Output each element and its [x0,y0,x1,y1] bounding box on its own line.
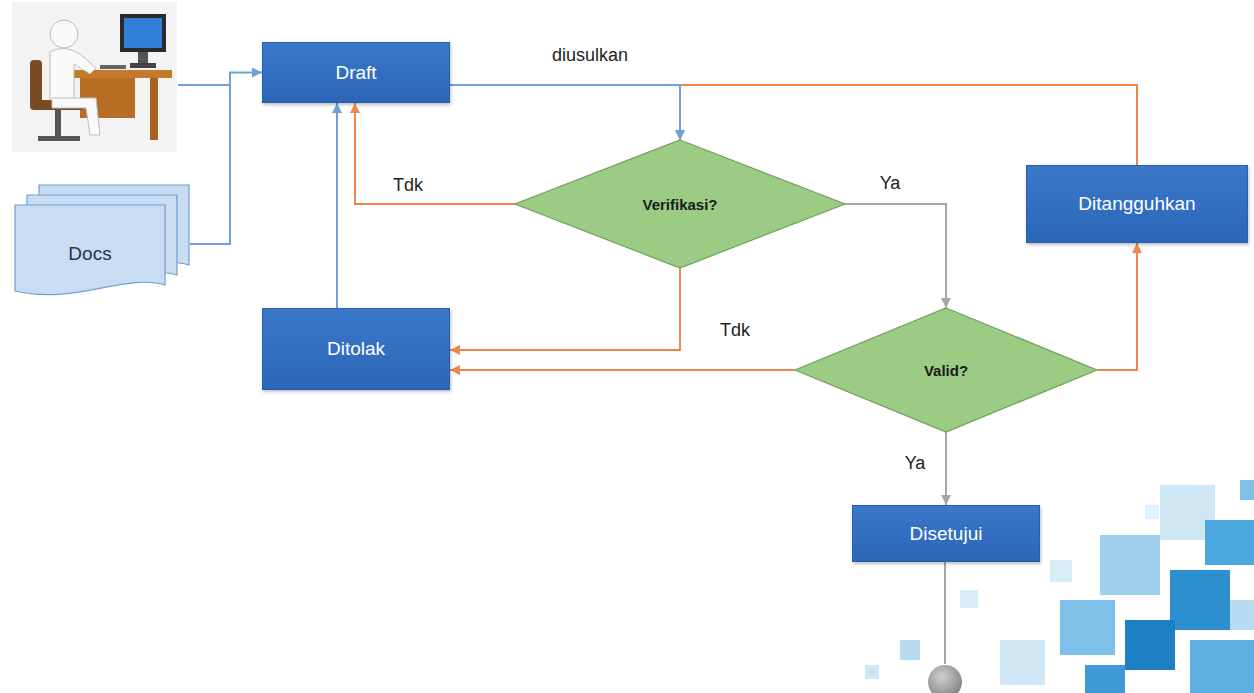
process-box: Ditangguhkan [1026,165,1248,243]
flow-arrow [845,204,946,308]
process-box: Disetujui [852,505,1040,562]
user-input-line [178,84,230,86]
flow-arrow [680,85,1137,165]
process-box: Ditolak [262,308,450,390]
flow-arrow [450,268,680,350]
decision-diamond: Valid? [795,308,1097,432]
edge-label: Tdk [717,320,753,341]
node-label: Ditolak [327,338,385,360]
node-label: Valid? [924,362,968,379]
process-box: Draft [262,42,450,103]
flow-arrow [1097,243,1137,370]
edge-label: Ya [902,453,929,474]
node-label: Ditangguhkan [1078,193,1195,215]
node-label: Draft [335,62,376,84]
flow-arrow [450,85,680,140]
flow-arrow [945,432,947,505]
document-stack: Docs [15,185,190,303]
edge-label: Tdk [390,175,426,196]
flow-arrow [336,103,338,308]
node-label: Disetujui [910,523,983,545]
user-illustration [12,2,177,152]
node-label: Verifikasi? [642,196,717,213]
node-label: Docs [68,243,111,265]
end-line [944,562,946,664]
edge-label: diusulkan [549,45,631,66]
flow-arrow [450,369,795,371]
flow-arrow [355,103,515,204]
decision-diamond: Verifikasi? [515,140,845,268]
end-terminal [928,665,962,693]
edge-label: Ya [877,173,904,194]
flow-arrow [190,73,262,245]
